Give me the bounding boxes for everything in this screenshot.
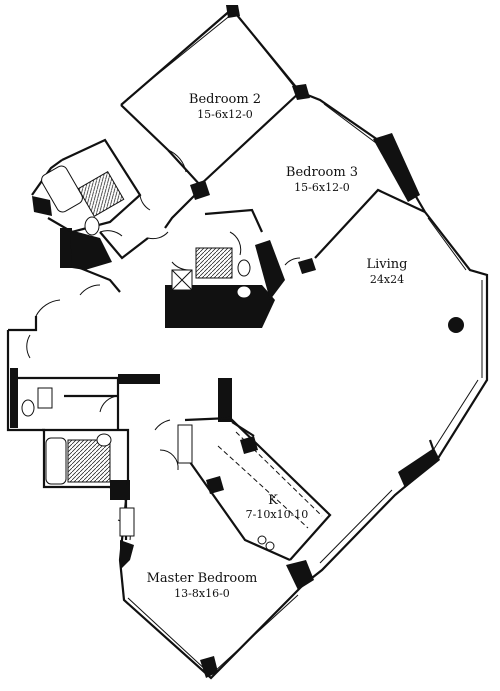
room-kitchen: K 7-10x10-10 [246,493,309,521]
room-master-bedroom: Master Bedroom 13-8x16-0 [147,571,258,600]
room-living: Living 24x24 [367,257,408,286]
room-name: Bedroom 3 [286,165,358,180]
room-size: 24x24 [370,273,404,286]
room-size: 7-10x10-10 [246,508,309,521]
interior-walls [18,91,426,562]
bath-fixtures [21,165,323,551]
room-name: Bedroom 2 [189,92,261,107]
room-size: 13-8x16-0 [174,587,230,600]
door-swings [26,149,301,541]
room-name: Living [367,257,408,272]
windows [126,13,483,673]
room-size: 15-6x12-0 [197,108,253,121]
room-bedroom-2: Bedroom 2 15-6x12-0 [189,92,261,121]
structural-columns [10,5,464,678]
room-bedroom-3: Bedroom 3 15-6x12-0 [286,165,358,194]
room-name: K [268,493,278,508]
room-size: 15-6x12-0 [294,181,350,194]
room-name: Master Bedroom [147,571,258,586]
